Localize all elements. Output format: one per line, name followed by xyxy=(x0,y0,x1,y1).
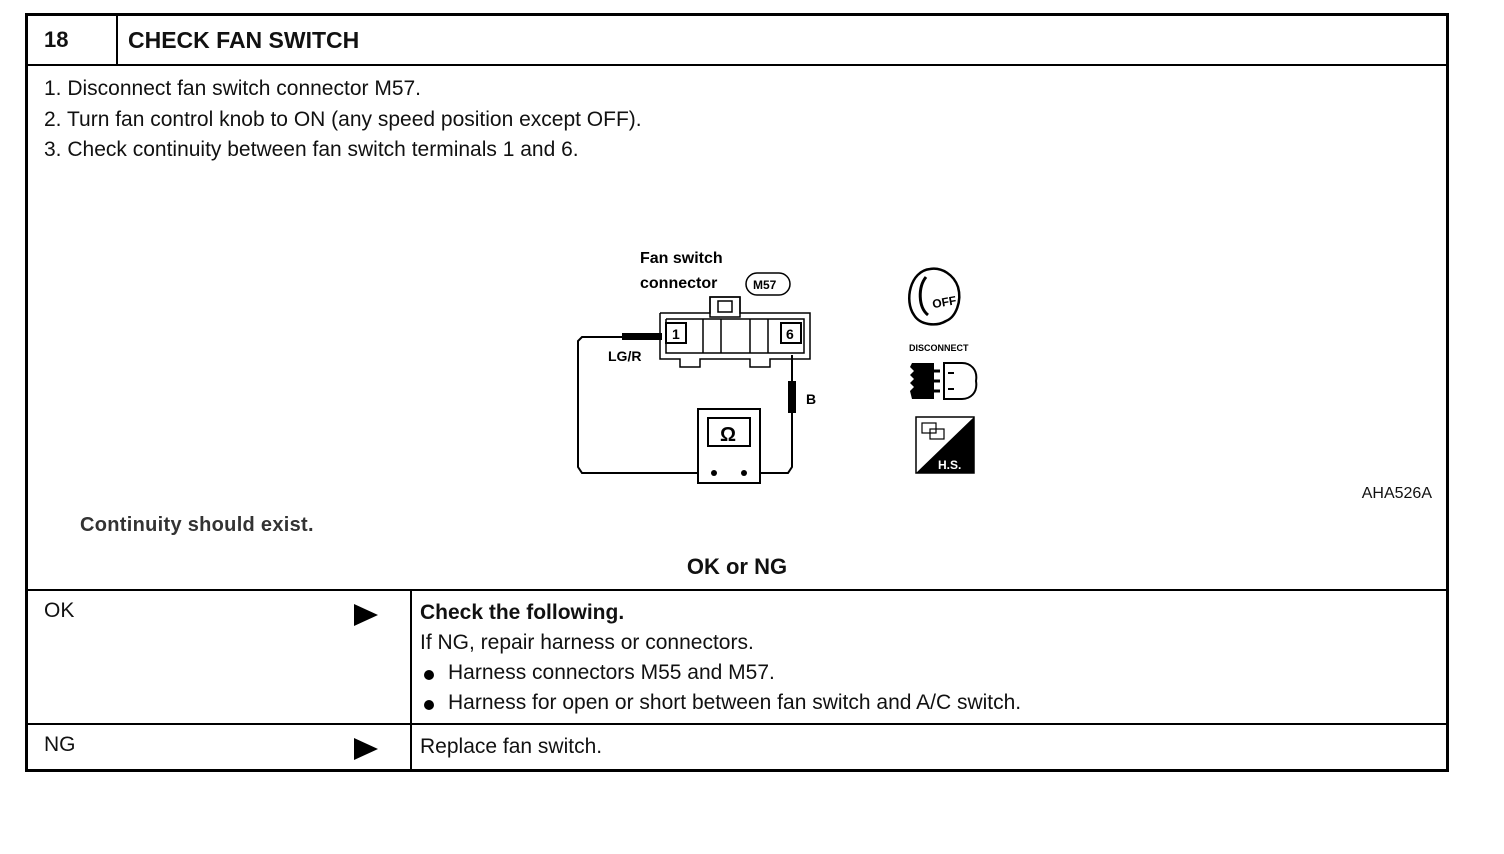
wire-label-left: LG/R xyxy=(608,348,641,364)
figure-code: AHA526A xyxy=(1361,485,1432,502)
ohm-symbol: Ω xyxy=(720,424,736,446)
instruction-item: 2. Turn fan control knob to ON (any spee… xyxy=(44,107,642,131)
inspection-criterion: Continuity should exist. xyxy=(80,514,314,536)
result-row-ok: OK Check the following. If NG, repair ha… xyxy=(28,589,1446,724)
connector-label-line2: connector xyxy=(640,275,717,292)
result-row-ng: NG Replace fan switch. xyxy=(28,723,1446,771)
result-action-ng: Replace fan switch. xyxy=(420,732,602,762)
instruction-item: 3. Check continuity between fan switch t… xyxy=(44,138,579,161)
probe-left xyxy=(622,333,662,340)
result-label-ok: OK xyxy=(44,599,75,622)
fan-switch-connector xyxy=(659,296,811,368)
action-text: Replace fan switch. xyxy=(420,735,603,758)
arrow-right-icon xyxy=(354,738,378,760)
action-heading: Check the following. xyxy=(420,601,625,624)
wire-label-right: B xyxy=(806,391,816,407)
probe-right xyxy=(788,381,796,413)
step-title: CHECK FAN SWITCH xyxy=(128,27,360,53)
terminal-1-label: 1 xyxy=(672,326,680,342)
ignition-off-icon xyxy=(908,267,961,326)
diagnostic-step-table: 18 CHECK FAN SWITCH 1. Disconnect fan sw… xyxy=(25,13,1449,772)
disconnect-label: DISCONNECT xyxy=(909,343,969,353)
connector-label-line1: Fan switch xyxy=(640,250,723,267)
arrow-right-icon xyxy=(354,604,378,626)
step-header: 18 CHECK FAN SWITCH xyxy=(28,16,1446,66)
step-number: 18 xyxy=(28,16,118,64)
hs-label: H.S. xyxy=(938,458,961,472)
connector-id-badge: M57 xyxy=(753,278,777,292)
action-note: If NG, repair harness or connectors. xyxy=(420,631,754,654)
result-action-ok: Check the following. If NG, repair harne… xyxy=(420,598,1021,718)
ohmmeter xyxy=(697,408,761,484)
instruction-item: 1. Disconnect fan switch connector M57. xyxy=(44,77,422,100)
wiring-diagram: Fan switch connector M57 1 6 LG/R B xyxy=(577,250,978,484)
verdict-heading: OK or NG xyxy=(686,554,788,579)
result-label-cell: OK xyxy=(28,591,412,724)
terminal-6-label: 6 xyxy=(786,326,794,342)
instruction-list: 1. Disconnect fan switch connector M57. … xyxy=(44,74,642,166)
result-label-ng: NG xyxy=(44,733,76,756)
check-item: Harness connectors M55 and M57. xyxy=(420,658,1021,688)
result-label-cell: NG xyxy=(28,725,412,771)
harness-schematic-icon xyxy=(915,416,975,474)
off-label: OFF xyxy=(931,293,957,311)
disconnect-icon xyxy=(910,362,978,400)
check-item: Harness for open or short between fan sw… xyxy=(420,688,1021,718)
